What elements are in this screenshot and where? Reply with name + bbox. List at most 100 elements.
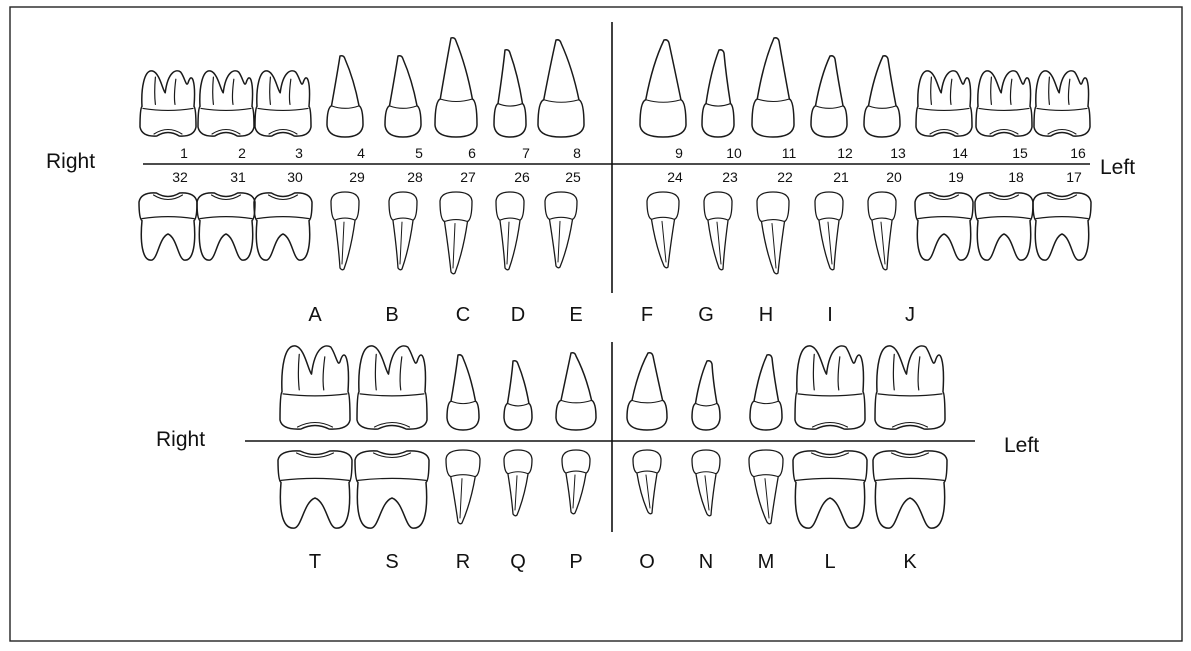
primary-tooth-label: S [385, 551, 398, 573]
tooth-label: 1 [180, 145, 188, 161]
primary-tooth-K: K [873, 451, 947, 573]
primary-tooth-R: R [446, 450, 480, 573]
tooth-label: 27 [460, 169, 476, 185]
primary-right-label: Right [156, 428, 205, 451]
permanent-lower-arch: 32 31 30 29 28 27 26 25 24 23 22 21 20 19 18 17 [139, 169, 1091, 274]
tooth-label: 8 [573, 145, 581, 161]
primary-tooth-label: O [639, 551, 655, 573]
primary-tooth-Q: Q [504, 450, 532, 573]
primary-tooth-H: H [750, 304, 782, 430]
primary-tooth-G: G [692, 304, 720, 430]
chart-border [10, 7, 1182, 641]
tooth-label: 2 [238, 145, 246, 161]
tooth-label: 22 [777, 169, 793, 185]
tooth-label: 6 [468, 145, 476, 161]
primary-left-label: Left [1004, 434, 1039, 457]
tooth-label: 26 [514, 169, 530, 185]
tooth-26: 26 [496, 169, 530, 270]
tooth-label: 32 [172, 169, 188, 185]
primary-tooth-J: J [875, 304, 945, 429]
tooth-label: 17 [1066, 169, 1082, 185]
primary-tooth-E: E [556, 304, 596, 430]
tooth-9: 9 [640, 40, 686, 161]
primary-tooth-B: B [357, 304, 427, 429]
primary-tooth-label: Q [510, 551, 526, 573]
tooth-3: 3 [255, 71, 311, 161]
primary-tooth-A: A [280, 304, 350, 429]
tooth-25: 25 [545, 169, 581, 268]
tooth-18: 18 [975, 169, 1033, 260]
primary-tooth-N: N [692, 450, 720, 573]
tooth-label: 15 [1012, 145, 1028, 161]
tooth-27: 27 [440, 169, 476, 274]
tooth-5: 5 [385, 56, 423, 161]
primary-tooth-label: N [699, 551, 713, 573]
primary-tooth-label: A [308, 304, 322, 326]
primary-tooth-O: O [633, 450, 661, 573]
tooth-label: 10 [726, 145, 742, 161]
primary-tooth-label: L [824, 551, 835, 573]
primary-tooth-label: J [905, 304, 915, 326]
primary-tooth-C: C [447, 304, 479, 430]
tooth-22: 22 [757, 169, 793, 274]
tooth-label: 4 [357, 145, 365, 161]
tooth-label: 7 [522, 145, 530, 161]
tooth-label: 11 [782, 145, 797, 161]
primary-tooth-label: R [456, 551, 470, 573]
tooth-24: 24 [647, 169, 683, 268]
tooth-label: 29 [349, 169, 365, 185]
tooth-label: 30 [287, 169, 303, 185]
tooth-label: 25 [565, 169, 581, 185]
tooth-2: 2 [198, 71, 254, 161]
tooth-15: 15 [976, 71, 1032, 161]
primary-tooth-label: H [759, 304, 773, 326]
primary-tooth-label: C [456, 304, 470, 326]
tooth-label: 19 [948, 169, 964, 185]
tooth-28: 28 [389, 169, 423, 270]
tooth-29: 29 [331, 169, 365, 270]
tooth-label: 20 [886, 169, 902, 185]
tooth-23: 23 [704, 169, 738, 270]
primary-tooth-F: F [627, 304, 667, 430]
tooth-label: 9 [675, 145, 683, 161]
tooth-16: 16 [1034, 71, 1090, 161]
primary-tooth-L: L [793, 451, 867, 573]
primary-tooth-M: M [749, 450, 783, 573]
tooth-17: 17 [1033, 169, 1091, 260]
primary-tooth-label: M [758, 551, 775, 573]
tooth-label: 5 [415, 145, 423, 161]
tooth-32: 32 [139, 169, 197, 260]
tooth-19: 19 [915, 169, 973, 260]
primary-tooth-I: I [795, 304, 865, 429]
tooth-label: 18 [1008, 169, 1024, 185]
permanent-left-label: Left [1100, 156, 1135, 179]
tooth-label: 16 [1070, 145, 1086, 161]
primary-tooth-label: P [569, 551, 582, 573]
tooth-label: 14 [952, 145, 968, 161]
tooth-10: 10 [702, 50, 742, 161]
primary-tooth-label: K [903, 551, 917, 573]
tooth-4: 4 [327, 56, 365, 161]
tooth-label: 3 [295, 145, 303, 161]
tooth-21: 21 [815, 169, 849, 270]
tooth-6: 6 [435, 38, 477, 161]
primary-tooth-label: T [309, 551, 321, 573]
tooth-14: 14 [916, 71, 972, 161]
primary-tooth-T: T [278, 451, 352, 573]
primary-tooth-P: P [562, 450, 590, 573]
tooth-label: 31 [230, 169, 246, 185]
primary-tooth-label: E [569, 304, 582, 326]
permanent-right-label: Right [46, 150, 95, 173]
primary-tooth-label: I [827, 304, 833, 326]
tooth-label: 24 [667, 169, 683, 185]
primary-tooth-label: B [385, 304, 398, 326]
tooth-label: 28 [407, 169, 423, 185]
primary-tooth-label: G [698, 304, 714, 326]
tooth-7: 7 [494, 50, 530, 161]
tooth-label: 23 [722, 169, 738, 185]
tooth-11: 11 [752, 38, 796, 161]
tooth-30: 30 [254, 169, 312, 260]
